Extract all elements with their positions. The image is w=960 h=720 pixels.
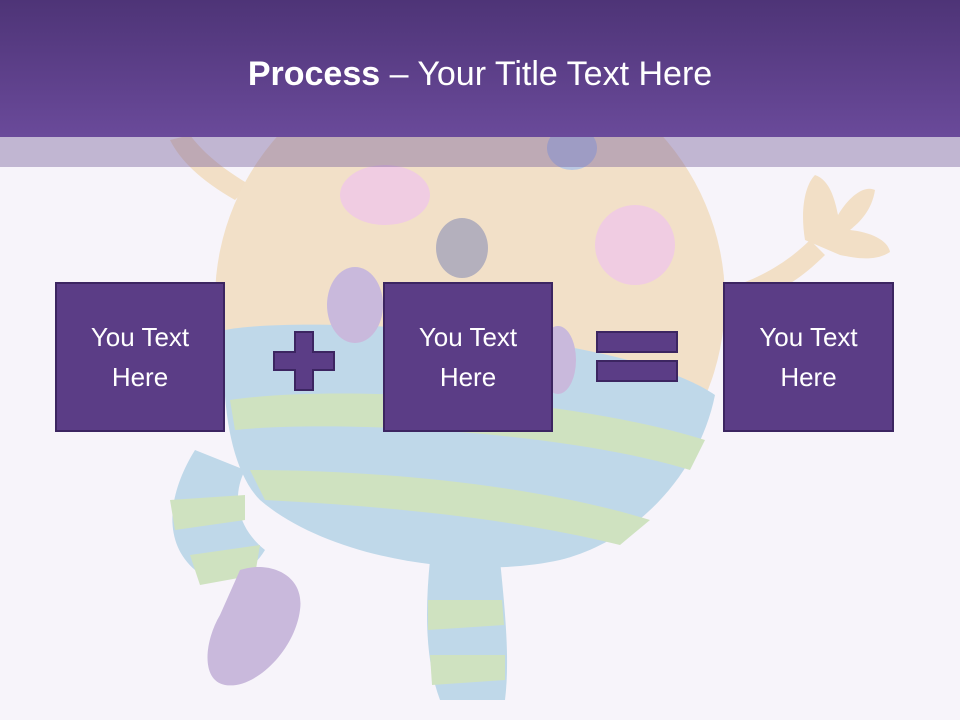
title-bar <box>0 0 960 137</box>
title-accent-stripe <box>0 137 960 167</box>
slide-title: Process – Your Title Text Here <box>0 52 960 96</box>
process-box-1-label: You Text Here <box>90 322 190 392</box>
plus-icon <box>273 331 335 391</box>
process-box-2[interactable]: You Text Here <box>383 282 553 432</box>
process-box-2-label: You Text Here <box>418 322 518 392</box>
equals-icon <box>596 331 678 382</box>
title-rest: Your Title Text Here <box>417 55 713 93</box>
process-box-1[interactable]: You Text Here <box>55 282 225 432</box>
title-dash: – <box>380 55 418 93</box>
title-bold: Process <box>247 55 381 93</box>
process-box-3-label: You Text Here <box>759 322 858 392</box>
process-box-3[interactable]: You Text Here <box>723 282 894 432</box>
